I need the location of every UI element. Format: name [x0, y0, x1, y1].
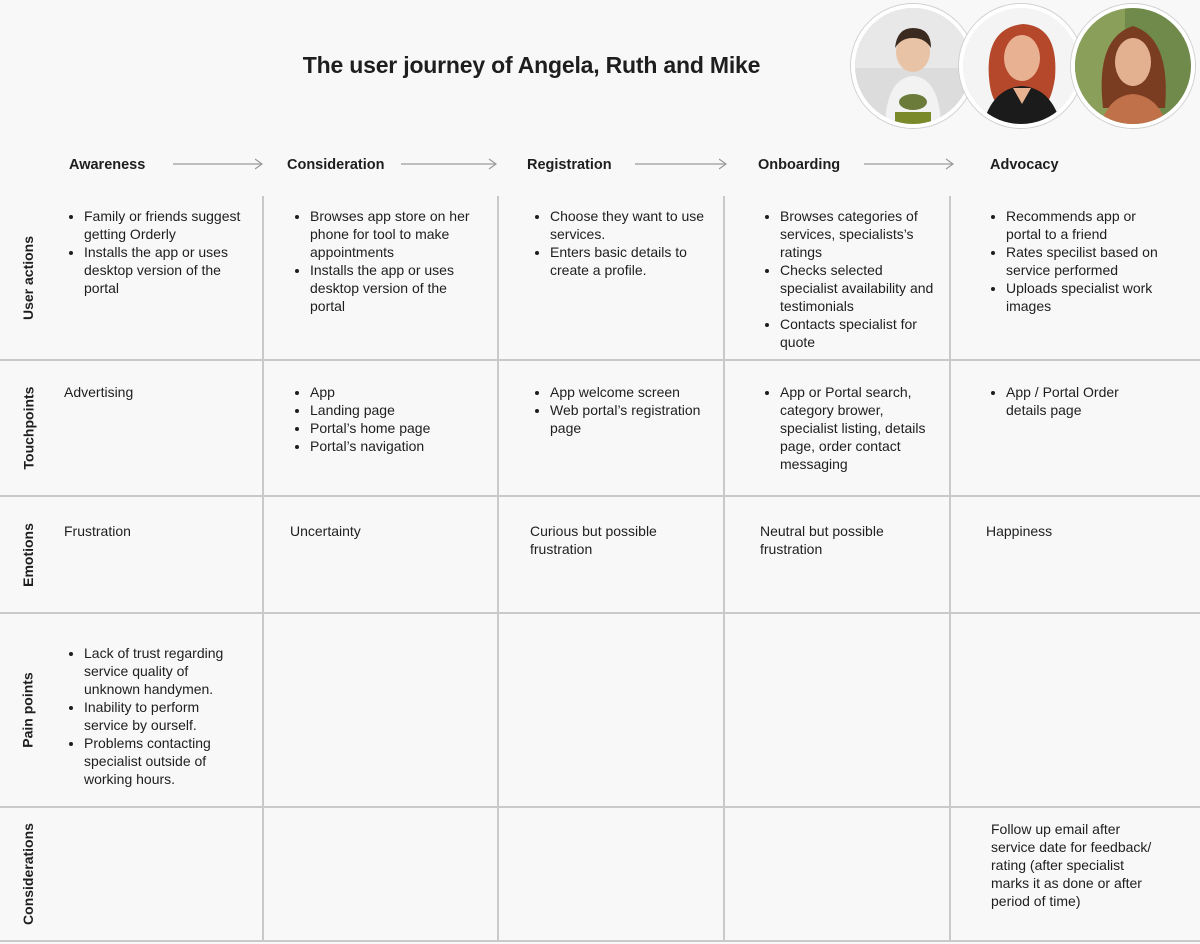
list-item: App / Portal Order details page [1006, 383, 1146, 419]
bullet-list: Lack of trust regarding service quality … [64, 644, 242, 788]
woman-red-hair-portrait-icon [963, 8, 1079, 124]
row-divider [0, 806, 1200, 808]
cell-user-actions-awareness: Family or friends suggest getting Orderl… [64, 207, 254, 297]
cell-touchpoints-onboarding: App or Portal search, category brower, s… [760, 383, 940, 473]
cell-text: Curious but possible frustration [530, 523, 657, 557]
list-item: Portal’s home page [310, 419, 475, 437]
row-divider [0, 359, 1200, 361]
bullet-list: Browses categories of services, speciali… [760, 207, 940, 351]
bullet-list: Family or friends suggest getting Orderl… [64, 207, 254, 297]
arrow-right-icon [864, 158, 955, 170]
cell-touchpoints-consideration: App Landing page Portal’s home page Port… [290, 383, 475, 455]
cell-emotions-awareness: Frustration [64, 522, 254, 540]
stage-advocacy: Advocacy [990, 157, 1059, 173]
cell-user-actions-consideration: Browses app store on her phone for tool … [290, 207, 475, 315]
row-label-touchpoints: Touchpoints [20, 386, 37, 470]
list-item: Problems contacting specialist outside o… [84, 734, 242, 788]
cell-text: Follow up email after service date for f… [991, 821, 1152, 909]
column-divider [262, 196, 264, 942]
stage-consideration: Consideration [287, 157, 385, 173]
cell-emotions-onboarding: Neutral but possible frustration [760, 522, 920, 558]
cell-user-actions-onboarding: Browses categories of services, speciali… [760, 207, 940, 351]
cell-user-actions-advocacy: Recommends app or portal to a friend Rat… [986, 207, 1166, 315]
column-divider [949, 196, 951, 942]
list-item: Enters basic details to create a profile… [550, 243, 710, 279]
list-item: App [310, 383, 475, 401]
list-item: Contacts specialist for quote [780, 315, 940, 351]
cell-text: Frustration [64, 523, 131, 539]
row-label-considerations: Considerations [20, 823, 36, 925]
list-item: Browses categories of services, speciali… [780, 207, 940, 261]
list-item: Lack of trust regarding service quality … [84, 644, 242, 698]
column-divider [723, 196, 725, 942]
persona-avatar-woman-brown-hair [1071, 4, 1195, 128]
list-item: Browses app store on her phone for tool … [310, 207, 475, 261]
page-title: The user journey of Angela, Ruth and Mik… [302, 52, 761, 78]
bullet-list: App welcome screen Web portal’s registra… [530, 383, 710, 437]
row-label-pain-points: Pain points [20, 672, 37, 748]
bullet-list: Choose they want to use services. Enters… [530, 207, 710, 279]
woman-brown-hair-portrait-icon [1075, 8, 1191, 124]
list-item: Rates specilist based on service perform… [1006, 243, 1166, 279]
list-item: Choose they want to use services. [550, 207, 710, 243]
row-divider [0, 612, 1200, 614]
stage-registration: Registration [527, 157, 612, 173]
list-item: Installs the app or uses desktop version… [310, 261, 475, 315]
cell-text: Advertising [64, 384, 134, 400]
bullet-list: App or Portal search, category brower, s… [760, 383, 940, 473]
cell-touchpoints-advocacy: App / Portal Order details page [986, 383, 1146, 419]
list-item: Inability to perform service by ourself. [84, 698, 242, 734]
list-item: Web portal’s registration page [550, 401, 710, 437]
stage-awareness: Awareness [69, 157, 146, 173]
bullet-list: Recommends app or portal to a friend Rat… [986, 207, 1166, 315]
cell-touchpoints-registration: App welcome screen Web portal’s registra… [530, 383, 710, 437]
cell-text: Neutral but possible frustration [760, 523, 884, 557]
bullet-list: Browses app store on her phone for tool … [290, 207, 475, 315]
cell-considerations-advocacy: Follow up email after service date for f… [991, 820, 1166, 910]
cell-user-actions-registration: Choose they want to use services. Enters… [530, 207, 710, 279]
list-item: Checks selected specialist availability … [780, 261, 940, 315]
cell-text: Happiness [986, 523, 1053, 539]
list-item: Portal’s navigation [310, 437, 475, 455]
list-item: Landing page [310, 401, 475, 419]
cell-text: Uncertainty [290, 523, 361, 539]
list-item: Recommends app or portal to a friend [1006, 207, 1166, 243]
list-item: Installs the app or uses desktop version… [84, 243, 254, 297]
arrow-right-icon [635, 158, 728, 170]
row-label-emotions: Emotions [20, 522, 36, 587]
cell-emotions-registration: Curious but possible frustration [530, 522, 690, 558]
cell-emotions-advocacy: Happiness [986, 522, 1176, 540]
arrow-right-icon [173, 158, 264, 170]
stage-onboarding: Onboarding [758, 157, 841, 173]
column-divider [497, 196, 499, 942]
list-item: Family or friends suggest getting Orderl… [84, 207, 254, 243]
row-label-user-actions: User actions [20, 235, 37, 320]
cell-touchpoints-awareness: Advertising [64, 383, 254, 401]
list-item: App or Portal search, category brower, s… [780, 383, 940, 473]
row-divider [0, 940, 1200, 942]
cell-pain-points-awareness: Lack of trust regarding service quality … [64, 644, 242, 788]
cell-emotions-consideration: Uncertainty [290, 522, 480, 540]
persona-avatar-woman-red-hair [959, 4, 1083, 128]
persona-avatar-child [851, 4, 975, 128]
list-item: Uploads specialist work images [1006, 279, 1166, 315]
bullet-list: App Landing page Portal’s home page Port… [290, 383, 475, 455]
arrow-right-icon [401, 158, 498, 170]
list-item: App welcome screen [550, 383, 710, 401]
bullet-list: App / Portal Order details page [986, 383, 1146, 419]
child-portrait-icon [855, 8, 971, 124]
row-divider [0, 495, 1200, 497]
